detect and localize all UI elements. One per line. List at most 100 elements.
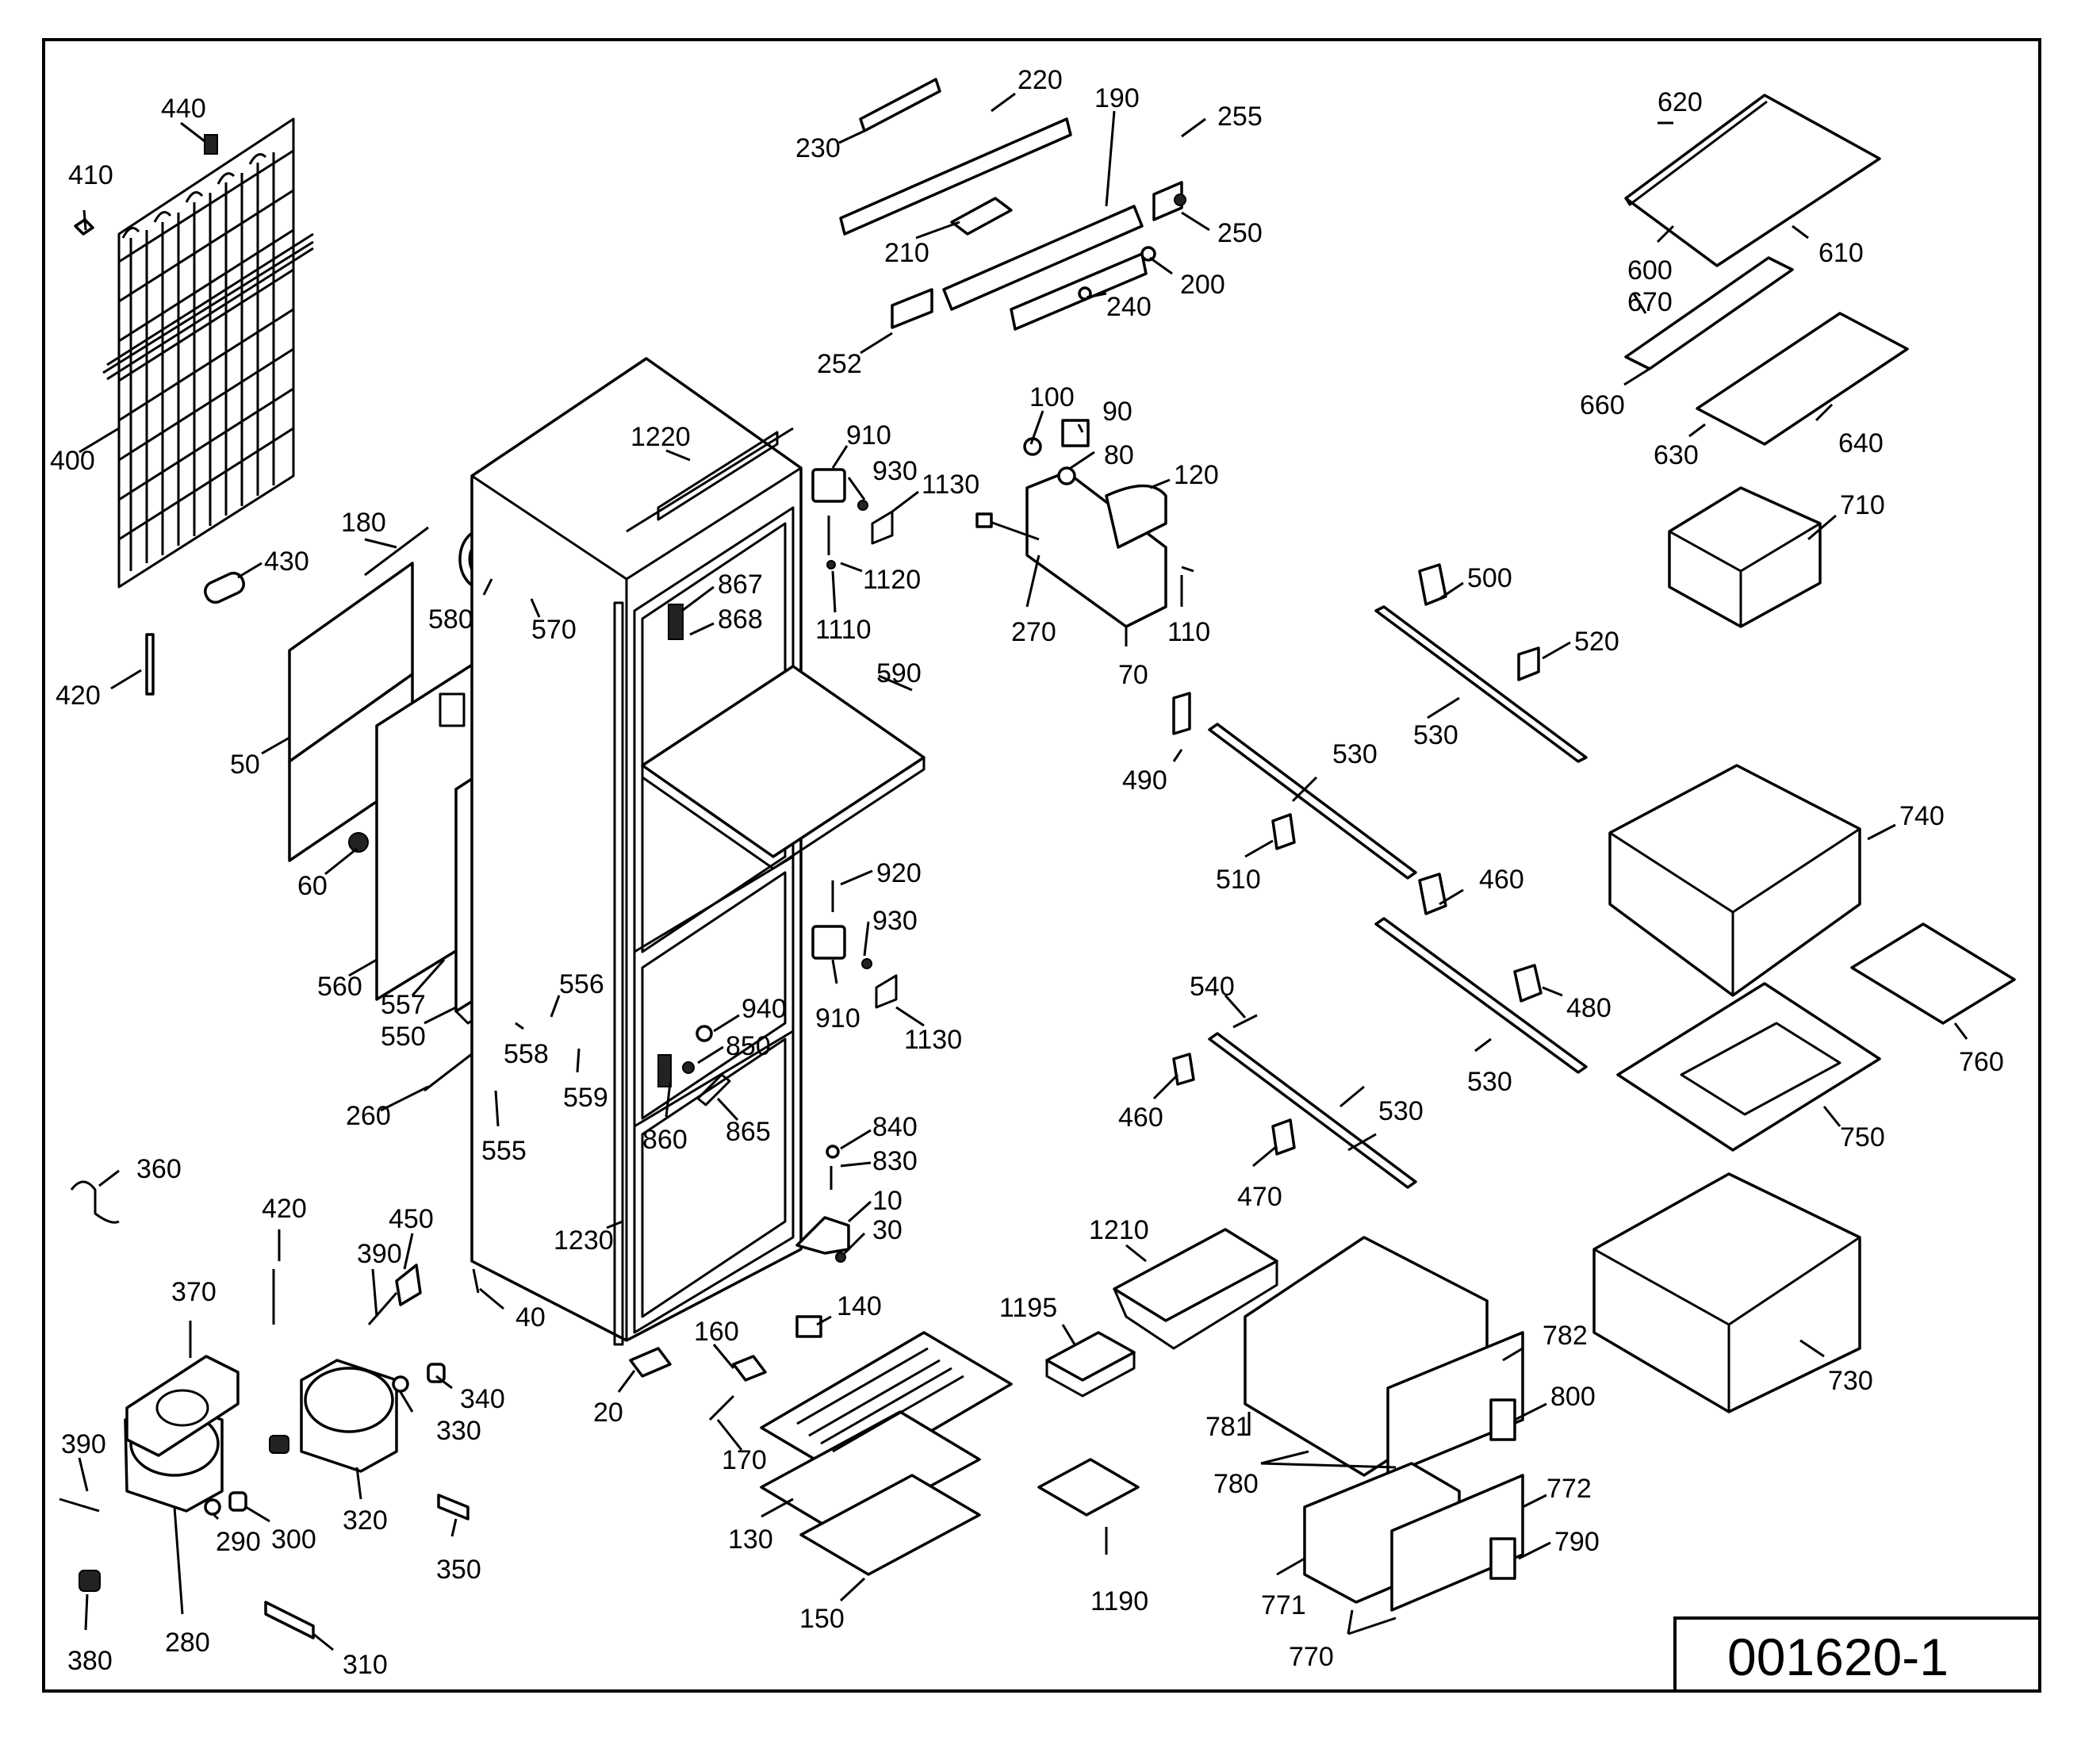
callout-330: 330: [436, 1416, 481, 1446]
callout-850: 850: [726, 1031, 771, 1061]
callout-830: 830: [872, 1146, 918, 1176]
callout-530-d: 530: [1378, 1096, 1424, 1126]
callout-920: 920: [876, 858, 922, 888]
callout-70: 70: [1118, 660, 1148, 690]
callout-840: 840: [872, 1112, 918, 1142]
callout-860: 860: [642, 1125, 688, 1155]
callout-560: 560: [317, 972, 362, 1002]
callout-760: 760: [1959, 1047, 2004, 1077]
callout-280: 280: [165, 1628, 210, 1658]
callout-400: 400: [50, 446, 95, 476]
callout-190: 190: [1094, 83, 1140, 113]
callout-530-c: 530: [1467, 1067, 1512, 1097]
callout-50: 50: [230, 750, 260, 780]
leader-lines: [78, 92, 1968, 1651]
drawing-code-box: [1673, 1616, 2041, 1693]
callout-771: 771: [1261, 1590, 1306, 1620]
callout-750: 750: [1840, 1122, 1885, 1152]
callout-1110: 1110: [815, 615, 872, 645]
callout-490: 490: [1122, 765, 1167, 796]
callout-252: 252: [817, 349, 862, 379]
callout-210: 210: [884, 238, 929, 268]
callout-labels: 440 410 400 430 420 180 50 60 580 570 56…: [50, 65, 2004, 1680]
callout-1130-mid: 1130: [904, 1025, 962, 1055]
callout-230: 230: [795, 133, 841, 163]
callout-20: 20: [593, 1398, 623, 1428]
callout-310: 310: [343, 1650, 388, 1680]
thermostat-housing: [975, 419, 1194, 628]
callout-620: 620: [1658, 87, 1703, 117]
callout-270: 270: [1011, 617, 1056, 647]
callout-1195: 1195: [999, 1293, 1057, 1323]
callout-460-b: 460: [1118, 1102, 1163, 1133]
callout-120: 120: [1174, 460, 1219, 490]
callout-780: 780: [1213, 1469, 1259, 1499]
callout-170: 170: [722, 1445, 767, 1475]
callout-710: 710: [1840, 490, 1885, 520]
callout-350: 350: [436, 1555, 481, 1585]
callout-110: 110: [1167, 617, 1210, 647]
callout-630: 630: [1654, 440, 1699, 470]
callout-556: 556: [559, 969, 604, 999]
callout-480: 480: [1566, 993, 1612, 1023]
callout-500: 500: [1467, 563, 1512, 593]
callout-380: 380: [67, 1646, 113, 1676]
callout-530-a: 530: [1413, 720, 1458, 750]
callout-559: 559: [563, 1083, 608, 1113]
callout-730: 730: [1828, 1366, 1873, 1396]
callout-540: 540: [1190, 972, 1235, 1002]
callout-510: 510: [1216, 865, 1261, 895]
callout-420-bottom: 420: [262, 1194, 307, 1224]
callout-450: 450: [389, 1204, 434, 1234]
callout-557: 557: [381, 990, 426, 1020]
callout-1210: 1210: [1089, 1215, 1149, 1245]
callout-460-a: 460: [1479, 865, 1524, 895]
callout-470: 470: [1237, 1182, 1282, 1212]
callout-1130-top: 1130: [922, 470, 979, 500]
callout-340: 340: [460, 1384, 505, 1414]
callout-40: 40: [515, 1302, 546, 1333]
drawing-code: 001620-1: [1727, 1628, 1949, 1686]
callout-100: 100: [1029, 382, 1075, 412]
callout-200: 200: [1180, 270, 1225, 300]
callout-910-mid: 910: [815, 1003, 860, 1033]
callout-520: 520: [1574, 627, 1619, 657]
callout-10: 10: [872, 1186, 903, 1216]
callout-90: 90: [1102, 397, 1132, 427]
callout-660: 660: [1580, 390, 1625, 420]
callout-130: 130: [728, 1524, 773, 1555]
callout-640: 640: [1838, 428, 1884, 458]
cabinet: [470, 357, 803, 1346]
callout-30: 30: [872, 1215, 903, 1245]
callout-530-b: 530: [1332, 739, 1378, 769]
callout-60: 60: [297, 871, 328, 901]
callout-930-top: 930: [872, 456, 918, 486]
callout-555: 555: [481, 1136, 527, 1166]
callout-160: 160: [694, 1317, 739, 1347]
callout-600: 600: [1627, 255, 1673, 286]
drawing-frame: [42, 38, 2041, 1693]
callout-610: 610: [1818, 238, 1864, 268]
callout-550: 550: [381, 1022, 426, 1052]
callout-290: 290: [216, 1527, 261, 1557]
callout-390-bottom: 390: [61, 1429, 106, 1459]
callout-580: 580: [428, 604, 473, 635]
callout-1120: 1120: [863, 565, 921, 595]
callout-770: 770: [1289, 1642, 1334, 1672]
part-illustrations: [59, 78, 2016, 1639]
callout-670: 670: [1627, 287, 1673, 317]
callout-250: 250: [1217, 218, 1263, 248]
control-panel: [839, 78, 1186, 331]
callout-320: 320: [343, 1505, 388, 1536]
callout-867: 867: [718, 569, 763, 600]
callout-940: 940: [742, 994, 787, 1024]
callout-558: 558: [504, 1039, 549, 1069]
callout-910-top: 910: [846, 420, 891, 451]
callout-440: 440: [161, 94, 206, 124]
callout-220: 220: [1018, 65, 1063, 95]
callout-1230: 1230: [554, 1225, 614, 1256]
callout-430: 430: [264, 546, 309, 577]
callout-781: 781: [1205, 1412, 1251, 1442]
callout-570: 570: [531, 615, 577, 645]
